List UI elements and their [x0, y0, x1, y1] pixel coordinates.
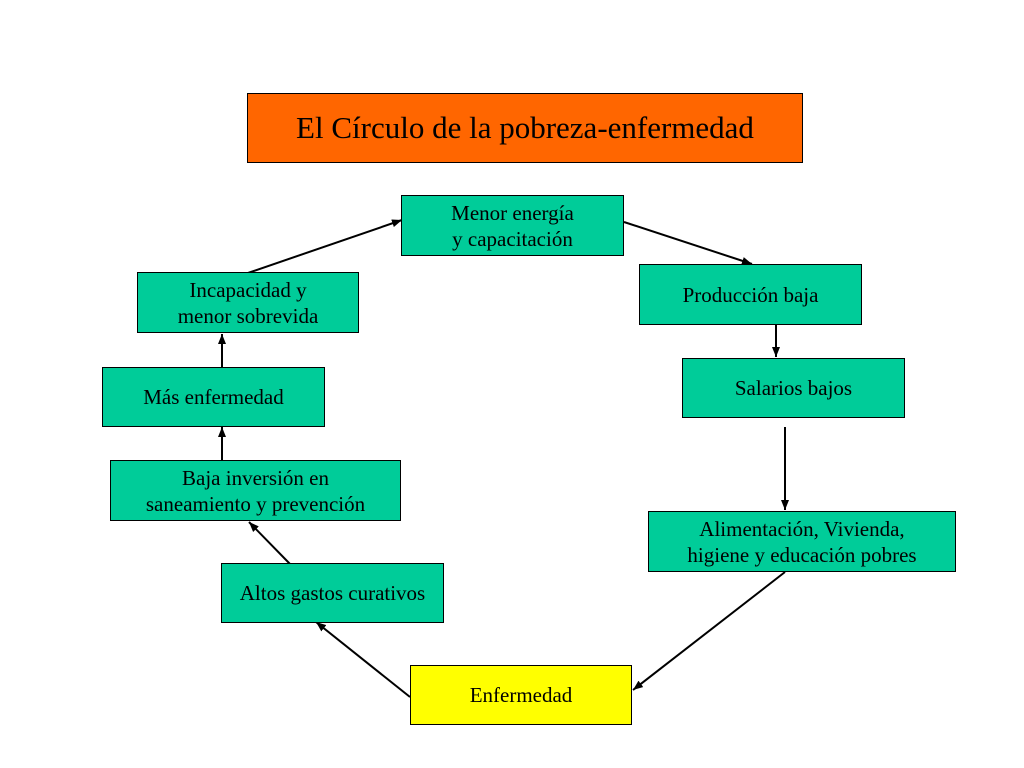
- arrow-enfermedad-to-altos-gastos: [315, 621, 411, 698]
- node-baja-inversion: Baja inversión en saneamiento y prevenci…: [110, 460, 401, 521]
- node-incapacidad: Incapacidad y menor sobrevida: [137, 272, 359, 333]
- arrow-menor-energia-to-produccion-baja: [623, 221, 753, 265]
- arrow-incapacidad-to-menor-energia: [247, 219, 403, 274]
- node-menor-energia: Menor energía y capacitación: [401, 195, 624, 256]
- node-enfermedad: Enfermedad: [410, 665, 632, 725]
- node-salarios-bajos: Salarios bajos: [682, 358, 905, 418]
- node-altos-gastos: Altos gastos curativos: [221, 563, 444, 623]
- node-alimentacion: Alimentación, Vivienda, higiene y educac…: [648, 511, 956, 572]
- arrow-altos-gastos-to-baja-inversion: [248, 521, 291, 565]
- arrow-alimentacion-to-enfermedad: [632, 571, 786, 691]
- node-produccion-baja: Producción baja: [639, 264, 862, 325]
- diagram-title: El Círculo de la pobreza-enfermedad: [247, 93, 803, 163]
- node-mas-enfermedad: Más enfermedad: [102, 367, 325, 427]
